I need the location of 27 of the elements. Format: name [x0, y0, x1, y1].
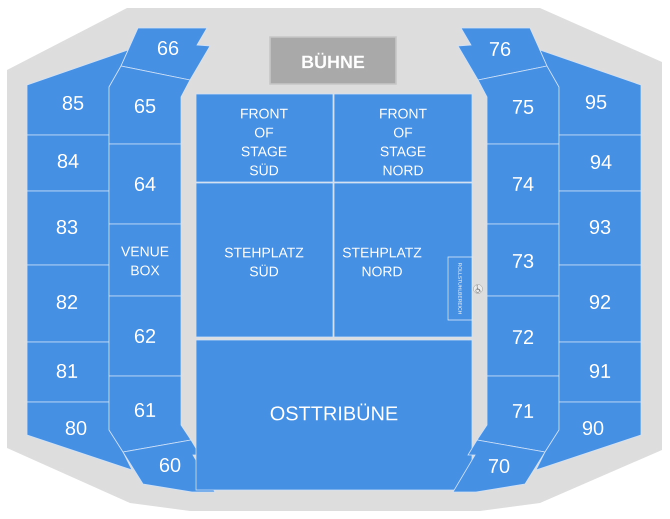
section-block: 65: [108, 66, 191, 144]
section-block: 74: [486, 144, 560, 224]
section-block: 61: [108, 376, 192, 452]
section-block: FRONT OF STAGE NORD: [334, 94, 472, 182]
section-block: 93: [558, 190, 642, 266]
section-block: 94: [558, 134, 642, 192]
section-block: 84: [26, 134, 110, 192]
section-block: 80: [26, 402, 133, 471]
section-block: 81: [26, 342, 110, 402]
section-block: 95: [539, 49, 642, 136]
section-block: 91: [558, 342, 642, 402]
section-block: 85: [26, 49, 129, 136]
section-block: 83: [26, 190, 110, 266]
stage-block: BÜHNE: [269, 36, 397, 85]
section-block: 75: [477, 66, 560, 144]
section-block: 72: [486, 296, 560, 376]
section-block: 90: [535, 402, 642, 471]
section-block: 92: [558, 264, 642, 342]
section-block: 73: [486, 224, 560, 296]
section-block: STEHPLATZ SÜD: [196, 182, 334, 338]
section-block: 82: [26, 264, 110, 342]
section-block: 62: [108, 296, 182, 376]
section-block: VENUE BOX: [108, 224, 182, 296]
section-block: OSTTRIBÜNE: [196, 340, 472, 490]
section-block: 71: [476, 376, 560, 452]
section-block: 64: [108, 144, 182, 224]
section-block: FRONT OF STAGE SÜD: [196, 94, 334, 182]
